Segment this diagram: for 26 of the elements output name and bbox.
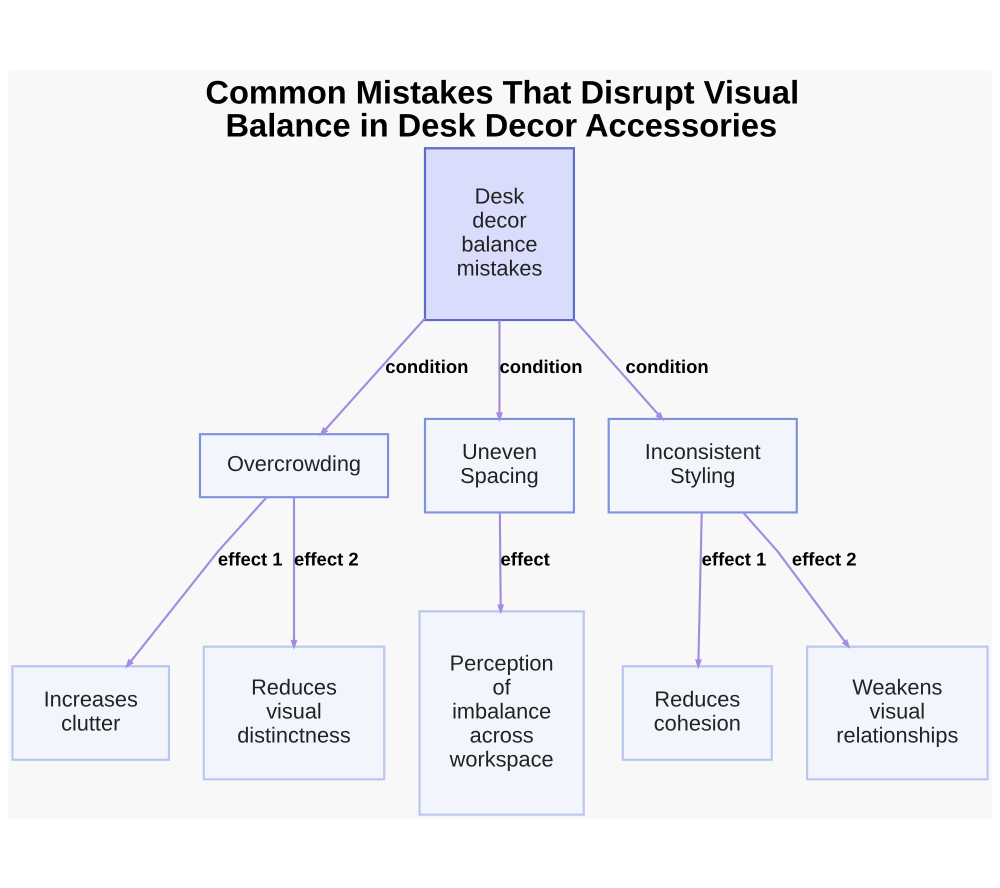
arrow	[573, 318, 664, 421]
edge-label: condition	[499, 355, 583, 376]
arrow	[497, 512, 504, 614]
edge-label: effect 2	[792, 548, 857, 569]
node-box: Overcrowding	[198, 432, 390, 498]
node-box: Increases clutter	[11, 664, 170, 760]
node-box: Reduces visual distinctness	[202, 645, 386, 780]
arrow	[742, 511, 850, 648]
arrow	[496, 320, 503, 422]
edge-label: effect	[500, 548, 550, 569]
node-box: Reduces cohesion	[622, 664, 773, 760]
diagram-title: Common Mistakes That Disrupt Visual Balance in Desk Decor Accessories	[205, 73, 800, 143]
arrow	[290, 496, 298, 650]
edge-label: condition	[385, 355, 468, 376]
edge-label: condition	[626, 355, 709, 376]
arrow	[125, 496, 268, 668]
node-box: Inconsistent Styling	[608, 417, 798, 514]
node-box: Uneven Spacing	[424, 417, 575, 514]
node-box: Desk decor balance mistakes	[424, 146, 575, 321]
edge-label: effect 1	[702, 548, 766, 569]
node-box: Perception of imbalance across workspace	[418, 610, 585, 816]
arrow	[319, 317, 426, 436]
edge-label: effect 1	[218, 548, 283, 569]
node-box: Weakens visual relationships	[806, 645, 989, 780]
arrow	[695, 512, 703, 669]
edge-label: effect 2	[294, 548, 359, 569]
